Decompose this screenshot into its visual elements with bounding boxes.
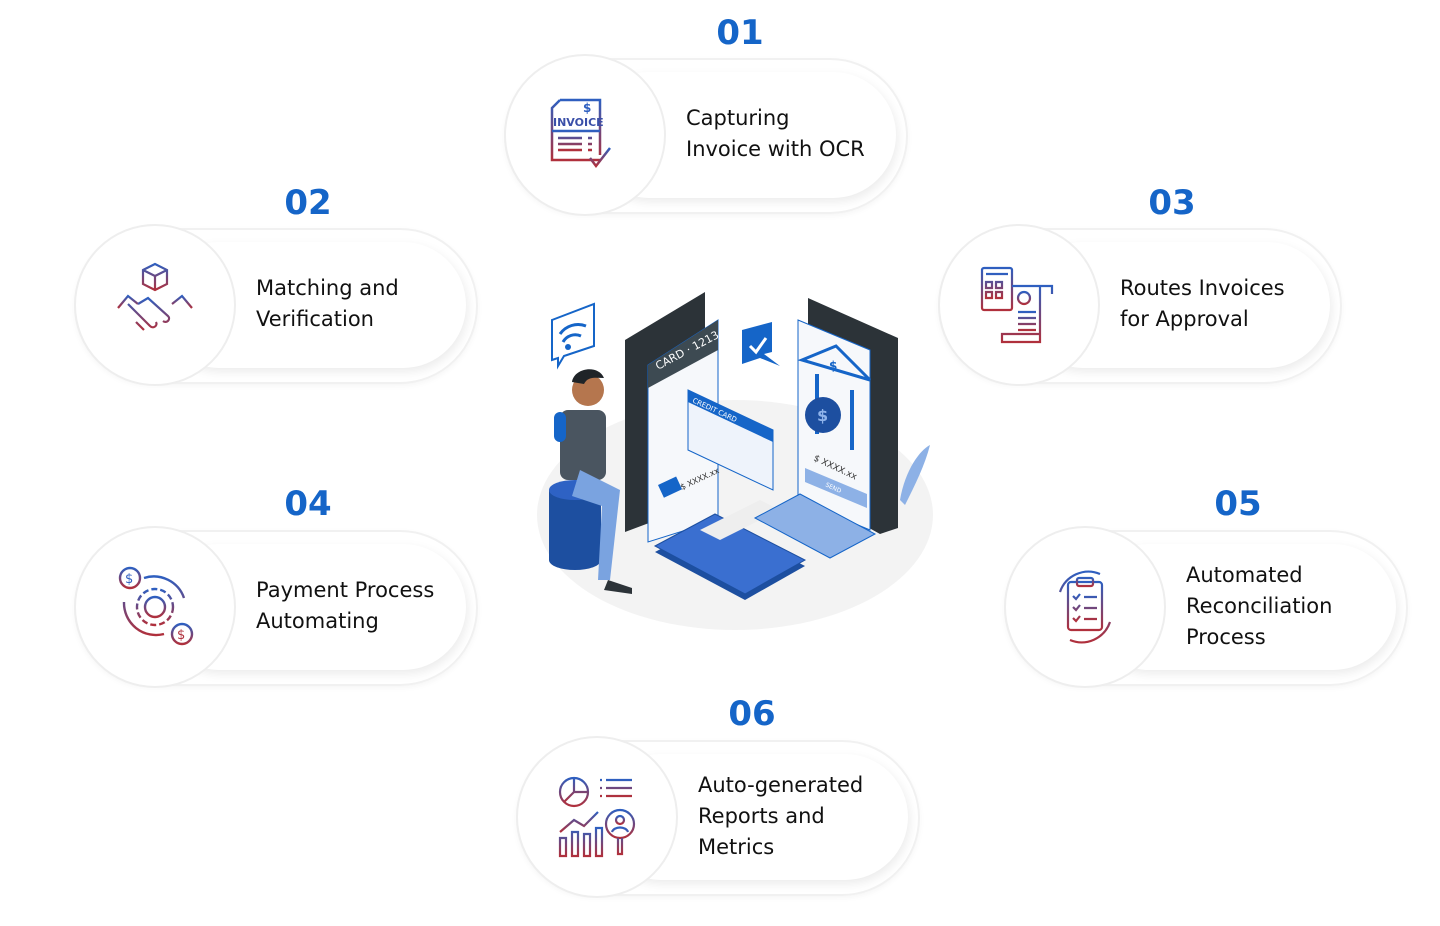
step-card-03: Routes Invoices for Approval (938, 224, 1342, 386)
gear-dollar-icon: $ $ (74, 526, 236, 688)
step-card-04: $ $ Payment Process Automating (74, 526, 478, 688)
left-phone: CARD · 1213 CREDIT CARD $ XXXX.xx (625, 292, 774, 543)
label-line: for Approval (1120, 307, 1249, 331)
label-line: Routes Invoices (1120, 276, 1285, 300)
step-label-01: Capturing Invoice with OCR (686, 58, 865, 210)
step-number-01: 01 (716, 13, 764, 53)
clipboard-checklist-icon (1004, 526, 1166, 688)
step-label-03: Routes Invoices for Approval (1120, 228, 1285, 380)
step-number-05: 05 (1214, 484, 1262, 524)
id-card (753, 493, 877, 559)
wifi-icon (551, 302, 595, 370)
invoice-icon: $ INVOICE (504, 54, 666, 216)
label-line: Process (1186, 624, 1266, 649)
svg-text:$: $ (177, 628, 185, 643)
label-line: Reconciliation (1186, 593, 1333, 618)
step-label-05: Automated Reconciliation Process (1186, 530, 1332, 682)
svg-text:$: $ (817, 406, 828, 425)
step-label-04: Payment Process Automating (256, 530, 434, 682)
step-number-02: 02 (284, 183, 332, 223)
calculator-bill-icon (938, 224, 1100, 386)
step-label-02: Matching and Verification (256, 228, 399, 380)
label-line: Matching and (256, 276, 399, 300)
label-line: Reports and (698, 803, 825, 828)
label-line: Metrics (698, 834, 775, 859)
label-line: Automating (256, 609, 379, 633)
svg-text:INVOICE: INVOICE (553, 116, 604, 129)
step-card-02: Matching and Verification (74, 224, 478, 386)
label-line: Capturing (686, 106, 790, 130)
step-card-01: $ INVOICE Capturing Invoice with OCR (504, 54, 908, 216)
report-analytics-icon (516, 736, 678, 898)
step-number-06: 06 (728, 694, 776, 734)
digital-payment-illustration: CARD · 1213 CREDIT CARD $ XXXX.xx $ $ $ … (537, 292, 933, 630)
handshake-icon (74, 224, 236, 386)
svg-text:$: $ (125, 572, 133, 587)
label-line: Invoice with OCR (686, 137, 865, 161)
step-card-06: Auto-generated Reports and Metrics (516, 736, 920, 898)
step-label-06: Auto-generated Reports and Metrics (698, 740, 863, 892)
person-on-coins (549, 369, 632, 594)
right-phone: $ $ $ XXXX.xx SEND (797, 298, 898, 534)
label-line: Verification (256, 307, 374, 331)
label-line: Payment Process (256, 578, 435, 602)
label-line: Automated (1186, 562, 1303, 587)
svg-text:$: $ (583, 101, 591, 115)
step-number-03: 03 (1148, 183, 1196, 223)
svg-text:$: $ (829, 359, 837, 373)
label-line: Auto-generated (698, 772, 864, 797)
step-number-04: 04 (284, 484, 332, 524)
step-card-05: Automated Reconciliation Process (1004, 526, 1408, 688)
